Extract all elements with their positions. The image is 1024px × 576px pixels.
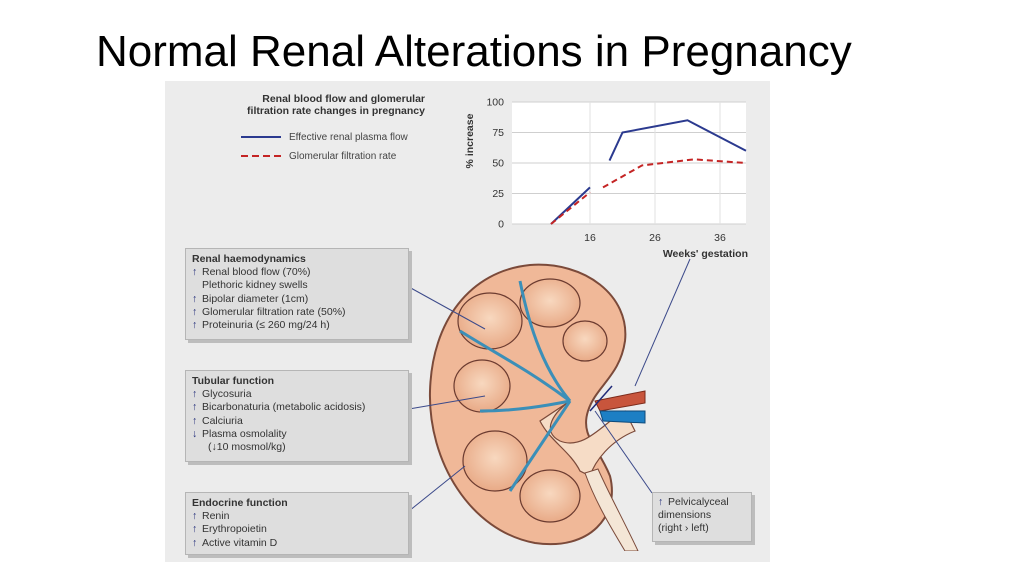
box-item: ↑Proteinuria (≤ 260 mg/24 h) [192,319,402,332]
box-item: ↑Renin [192,510,402,523]
box-item-text: Erythropoietin [202,523,267,535]
up-arrow-icon: ↑ [192,537,202,550]
box-pelvicalyceal: ↑Pelvicalyceal dimensions (right › left) [652,492,752,542]
up-arrow-icon: ↑ [192,293,202,306]
up-arrow-icon: ↑ [192,510,202,523]
box-item-text: Plasma osmolality [202,428,287,440]
box-item-text: Calciuria [202,415,243,427]
box-item-text: Glomerular filtration rate (50%) [202,306,346,318]
box-title: Endocrine function [192,497,402,510]
box-item: ↓Plasma osmolality [192,428,402,441]
box-item-text: Renal blood flow (70%) [202,266,311,278]
down-arrow-icon: ↓ [192,428,202,441]
box-title: Tubular function [192,375,402,388]
box-item: (right › left) [658,522,746,535]
pointer-line [595,411,652,493]
box-item: ↑Renal blood flow (70%) [192,266,402,279]
pointer-line [409,396,485,409]
box-tubular-function: Tubular function ↑Glycosuria ↑Bicarbonat… [185,370,409,462]
up-arrow-icon: ↑ [192,319,202,332]
box-item: ↑Glycosuria [192,388,402,401]
box-endocrine-function: Endocrine function ↑Renin ↑Erythropoieti… [185,492,409,555]
box-item-text: Renin [202,510,229,522]
box-title: Renal haemodynamics [192,253,402,266]
pointer-line [409,466,465,511]
box-item-text: Bipolar diameter (1cm) [202,293,308,305]
dimension-arrow [590,386,612,411]
box-item-text: Proteinuria (≤ 260 mg/24 h) [202,319,330,331]
box-item: ↑Active vitamin D [192,537,402,550]
up-arrow-icon: ↑ [192,388,202,401]
box-item-text: Active vitamin D [202,537,277,549]
slide-title: Normal Renal Alterations in Pregnancy [96,30,976,76]
up-arrow-icon: ↑ [192,523,202,536]
box-item: (↓10 mosmol/kg) [192,441,402,454]
box-item: ↑Calciuria [192,415,402,428]
box-item: dimensions [658,509,746,522]
box-item: ↑Glomerular filtration rate (50%) [192,306,402,319]
box-item: Plethoric kidney swells [192,279,402,292]
pointer-line [635,259,690,386]
up-arrow-icon: ↑ [658,496,668,509]
pointer-line [409,287,485,329]
up-arrow-icon: ↑ [192,266,202,279]
renal-figure: Renal blood flow and glomerular filtrati… [165,81,770,562]
box-item: ↑Bicarbonaturia (metabolic acidosis) [192,401,402,414]
box-renal-haemodynamics: Renal haemodynamics ↑Renal blood flow (7… [185,248,409,340]
box-item: ↑Erythropoietin [192,523,402,536]
up-arrow-icon: ↑ [192,415,202,428]
up-arrow-icon: ↑ [192,401,202,414]
box-item-text: Pelvicalyceal [668,496,729,508]
box-item: ↑Pelvicalyceal [658,496,746,509]
box-item-text: Glycosuria [202,388,252,400]
up-arrow-icon: ↑ [192,306,202,319]
box-item-text: Bicarbonaturia (metabolic acidosis) [202,401,365,413]
box-item: ↑Bipolar diameter (1cm) [192,293,402,306]
